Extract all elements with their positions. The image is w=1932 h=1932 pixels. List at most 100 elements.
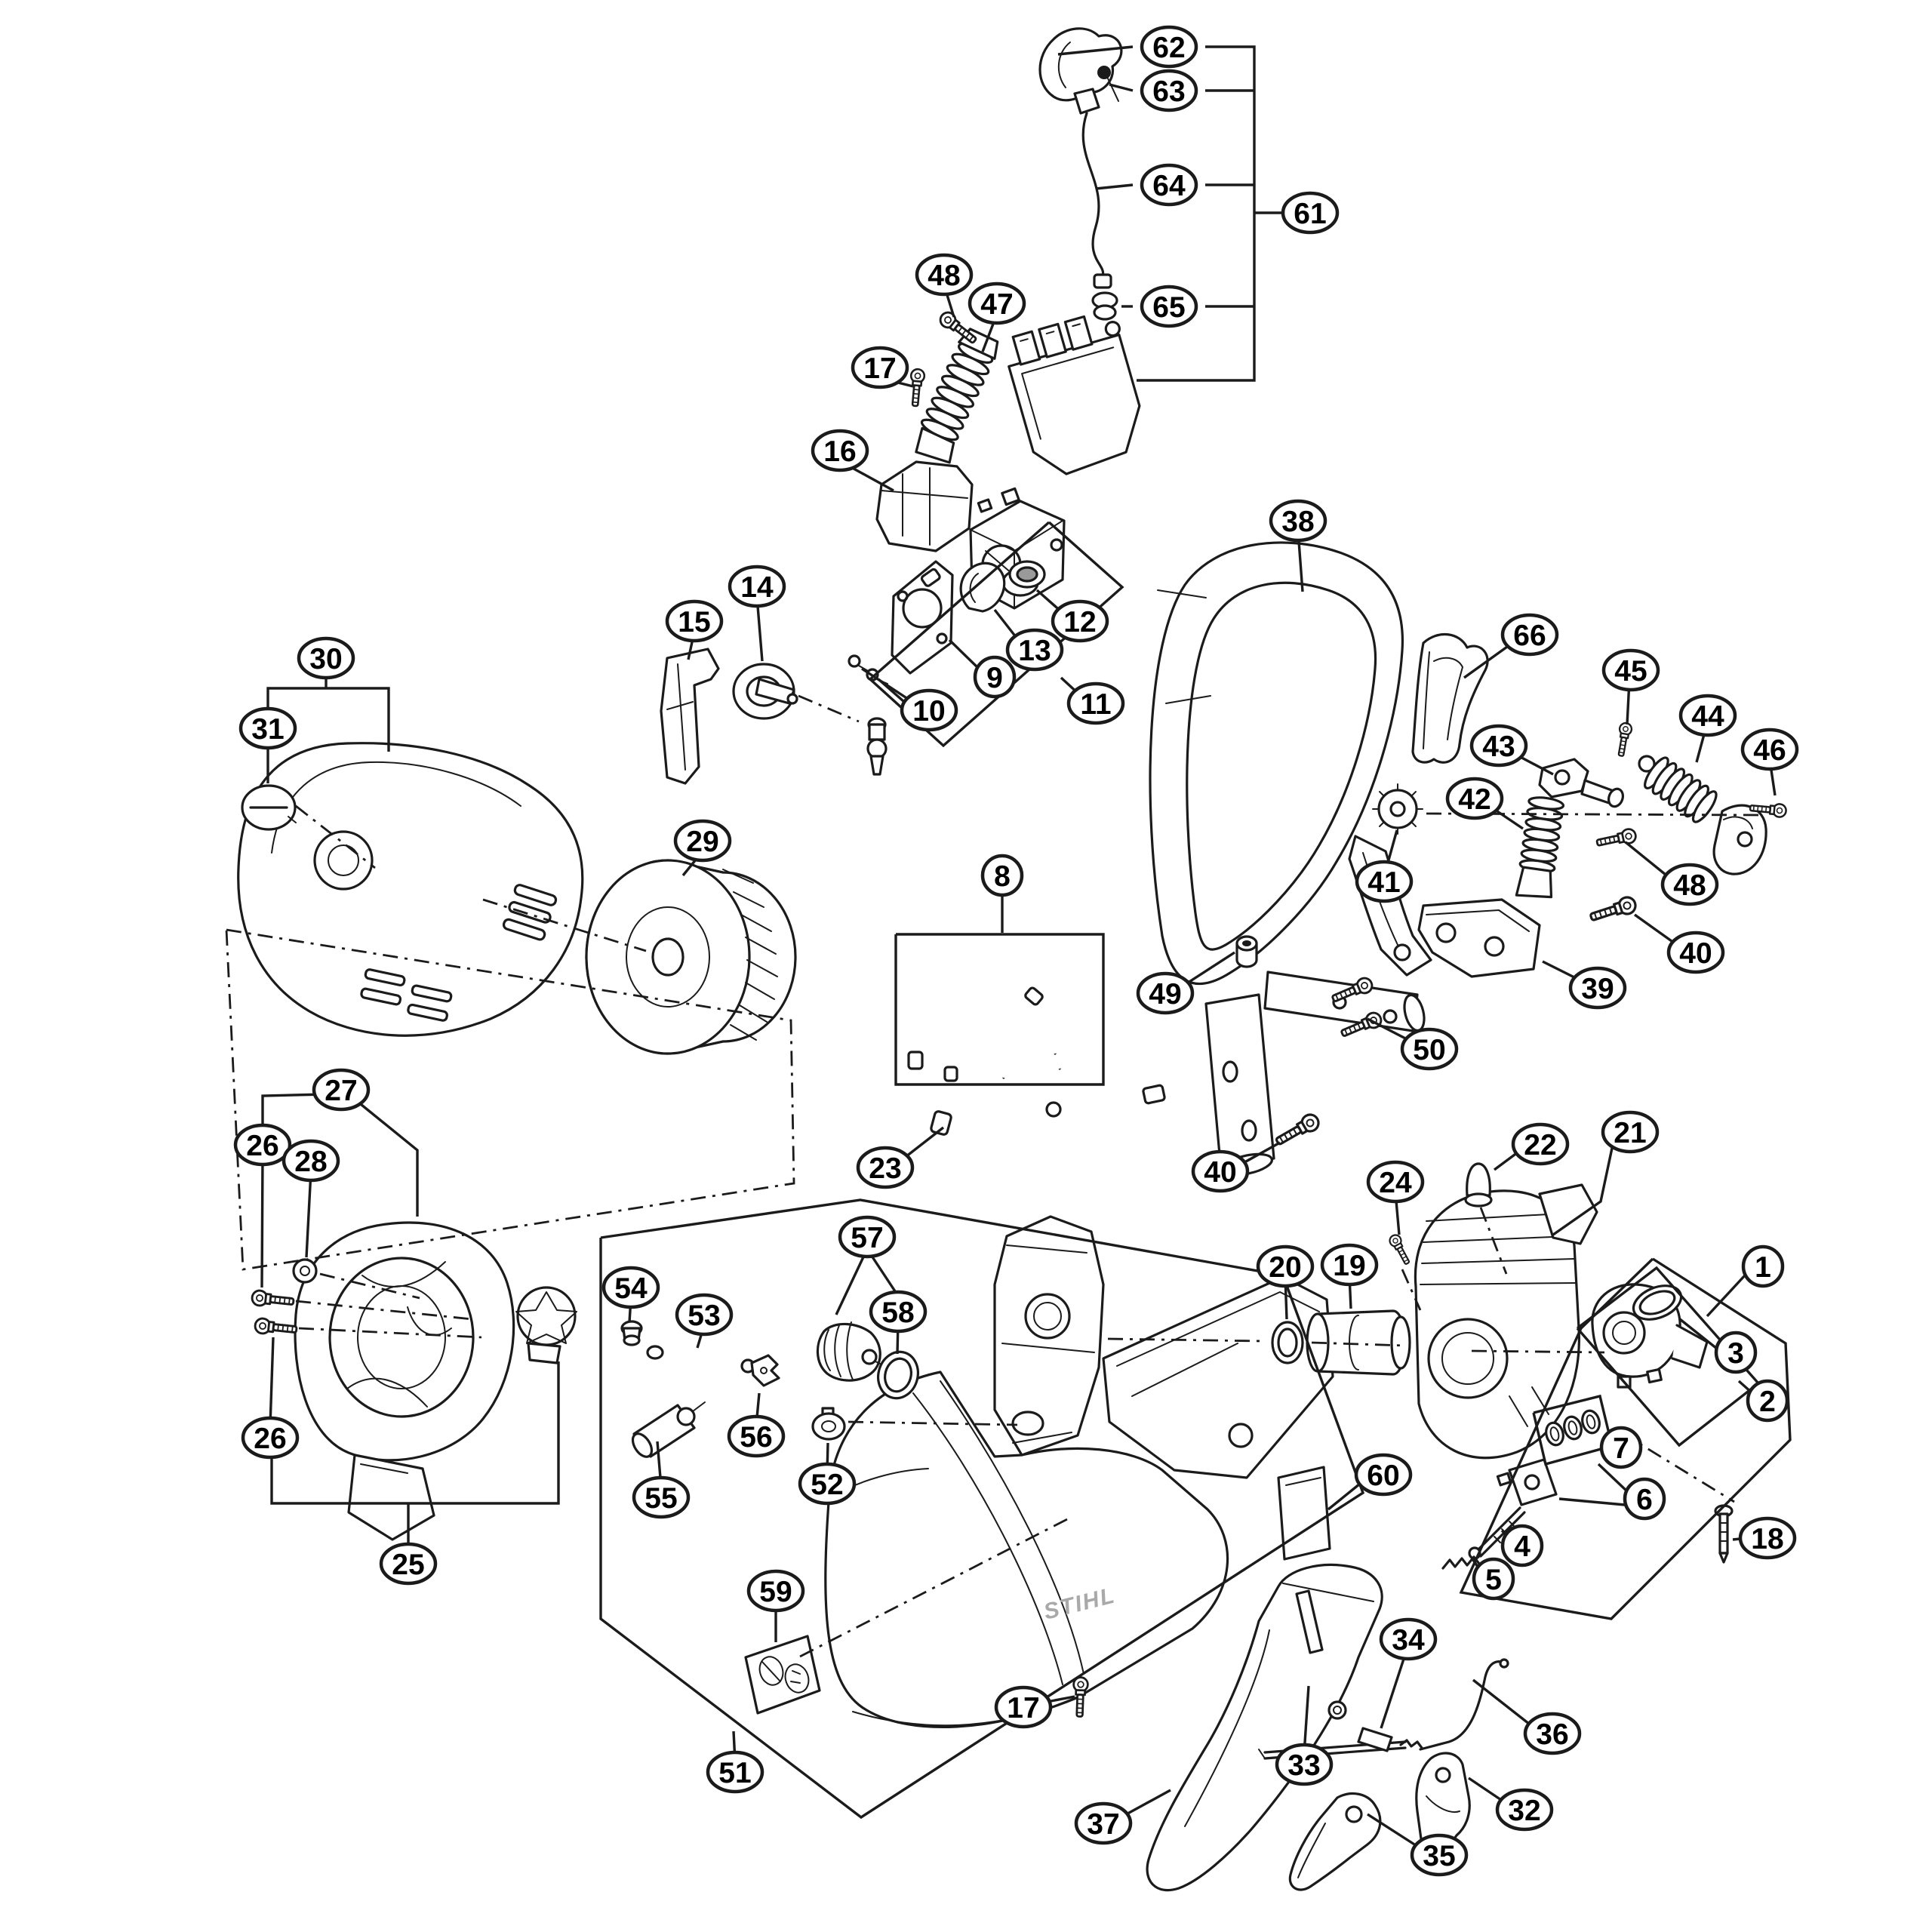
axis-28 bbox=[319, 1272, 420, 1300]
callout-8: 8 bbox=[980, 854, 1024, 933]
callout-31: 31 bbox=[238, 706, 297, 783]
callout-number-12: 12 bbox=[1063, 606, 1096, 638]
axis-intake-b bbox=[1311, 1341, 1406, 1347]
callout-number-46: 46 bbox=[1753, 734, 1786, 767]
callout-51: 51 bbox=[706, 1730, 764, 1794]
fuel-filter-55-drawing bbox=[631, 1401, 706, 1458]
callout-balloon-35 bbox=[1410, 1833, 1469, 1877]
callout-24: 24 bbox=[1366, 1160, 1425, 1235]
bushing-49-drawing bbox=[1235, 935, 1258, 968]
callout-balloon-19 bbox=[1320, 1243, 1379, 1287]
callout-balloon-5 bbox=[1472, 1557, 1515, 1601]
callout-65: 65 bbox=[1121, 285, 1198, 328]
leader-line-36 bbox=[1472, 1678, 1534, 1728]
callout-balloon-28 bbox=[281, 1139, 340, 1183]
callout-number-8: 8 bbox=[994, 860, 1011, 893]
callout-number-45: 45 bbox=[1614, 655, 1647, 688]
leader-line-6 bbox=[1558, 1497, 1626, 1506]
callout-57: 57 bbox=[838, 1215, 897, 1259]
callout-1: 1 bbox=[1706, 1244, 1785, 1318]
screw-40b-drawing bbox=[1272, 1110, 1323, 1151]
callout-53: 53 bbox=[675, 1293, 734, 1349]
callout-number-29: 29 bbox=[686, 826, 718, 858]
callout-35: 35 bbox=[1367, 1813, 1469, 1877]
callout-balloon-21 bbox=[1601, 1110, 1660, 1154]
pin-34-drawing bbox=[1327, 1700, 1423, 1752]
callout-balloon-29 bbox=[673, 819, 732, 863]
decompression-valve-drawing bbox=[866, 717, 888, 776]
callout-balloon-43 bbox=[1469, 724, 1528, 768]
leader-line-1 bbox=[1706, 1274, 1746, 1318]
cover-60-drawing bbox=[1277, 1466, 1331, 1561]
leader-line-64 bbox=[1095, 183, 1134, 190]
callout-42: 42 bbox=[1445, 777, 1524, 830]
callout-36: 36 bbox=[1472, 1678, 1582, 1755]
callout-number-2: 2 bbox=[1759, 1386, 1776, 1418]
callout-balloon-14 bbox=[728, 565, 786, 608]
callout-28: 28 bbox=[281, 1139, 340, 1258]
callout-18: 18 bbox=[1732, 1516, 1797, 1560]
intake-oring-20-drawing bbox=[1271, 1321, 1304, 1364]
intake-cone-13-drawing bbox=[959, 561, 1006, 613]
leader-line-32 bbox=[1468, 1777, 1506, 1804]
box-1-hexagon bbox=[1459, 1257, 1792, 1620]
callout-63: 63 bbox=[1109, 69, 1198, 112]
oring-3-drawing bbox=[1632, 1284, 1683, 1321]
screw-26a-drawing bbox=[250, 1288, 296, 1310]
callout-number-14: 14 bbox=[740, 571, 774, 604]
engine-cylinder-21-drawing bbox=[1414, 1183, 1598, 1460]
clip-56-drawing bbox=[750, 1354, 780, 1387]
callout-balloon-10 bbox=[900, 688, 958, 732]
rear-handle-37-drawing bbox=[1146, 1563, 1383, 1892]
callout-number-10: 10 bbox=[912, 695, 945, 728]
callout-balloon-3 bbox=[1714, 1331, 1758, 1374]
handlebar-bracket-39-drawing bbox=[1417, 898, 1541, 978]
callout-number-6: 6 bbox=[1636, 1484, 1653, 1516]
callout-number-13: 13 bbox=[1018, 635, 1051, 667]
callout-number-15: 15 bbox=[678, 606, 710, 638]
callout-33: 33 bbox=[1275, 1685, 1334, 1786]
handlebar-38-drawing bbox=[1149, 541, 1426, 1177]
callout-number-5: 5 bbox=[1485, 1564, 1502, 1596]
gasket-set-7-drawing bbox=[1545, 1409, 1601, 1447]
callout-61: 61 bbox=[1254, 191, 1340, 235]
callout-number-66: 66 bbox=[1513, 620, 1546, 652]
callout-number-25: 25 bbox=[392, 1549, 424, 1581]
callout-21: 21 bbox=[1601, 1110, 1660, 1154]
callout-number-20: 20 bbox=[1269, 1251, 1301, 1284]
pump-6-drawing bbox=[1496, 1458, 1558, 1506]
callout-5: 5 bbox=[1470, 1557, 1515, 1601]
callout-9: 9 bbox=[948, 638, 1017, 699]
callout-7: 7 bbox=[1599, 1426, 1643, 1469]
screw-17a-drawing bbox=[907, 368, 926, 408]
callout-balloon-13 bbox=[1005, 628, 1064, 672]
callout-number-3: 3 bbox=[1727, 1337, 1744, 1370]
swivel-43-drawing bbox=[1538, 758, 1625, 808]
callout-64: 64 bbox=[1095, 163, 1198, 207]
callout-number-65: 65 bbox=[1152, 291, 1185, 324]
callout-balloon-2 bbox=[1746, 1379, 1789, 1423]
plug-54-drawing bbox=[620, 1320, 643, 1346]
callout-50: 50 bbox=[1367, 1017, 1459, 1071]
callout-46: 46 bbox=[1740, 728, 1799, 796]
callout-41: 41 bbox=[1355, 829, 1414, 903]
callout-balloon-50 bbox=[1400, 1027, 1459, 1071]
callout-balloon-48 bbox=[1660, 863, 1719, 906]
gasket-plate-9-10-drawing bbox=[848, 560, 954, 685]
callout-number-56: 56 bbox=[740, 1421, 772, 1454]
callout-number-62: 62 bbox=[1152, 32, 1185, 64]
grommet-52-drawing bbox=[811, 1407, 846, 1441]
star-nut-41-drawing bbox=[1372, 783, 1423, 835]
leader-line-28 bbox=[305, 1171, 312, 1258]
axis-52 bbox=[848, 1420, 1018, 1426]
callout-number-26: 26 bbox=[254, 1423, 286, 1455]
callout-2: 2 bbox=[1737, 1379, 1789, 1423]
callout-25: 25 bbox=[379, 1542, 438, 1586]
bracket-57-left bbox=[835, 1248, 869, 1315]
callout-6: 6 bbox=[1558, 1463, 1666, 1521]
callout-balloon-23 bbox=[856, 1146, 915, 1189]
callout-balloon-18 bbox=[1738, 1516, 1797, 1560]
callout-number-42: 42 bbox=[1458, 783, 1491, 816]
callout-3: 3 bbox=[1678, 1318, 1758, 1374]
axis-screw-24 bbox=[1401, 1269, 1422, 1311]
